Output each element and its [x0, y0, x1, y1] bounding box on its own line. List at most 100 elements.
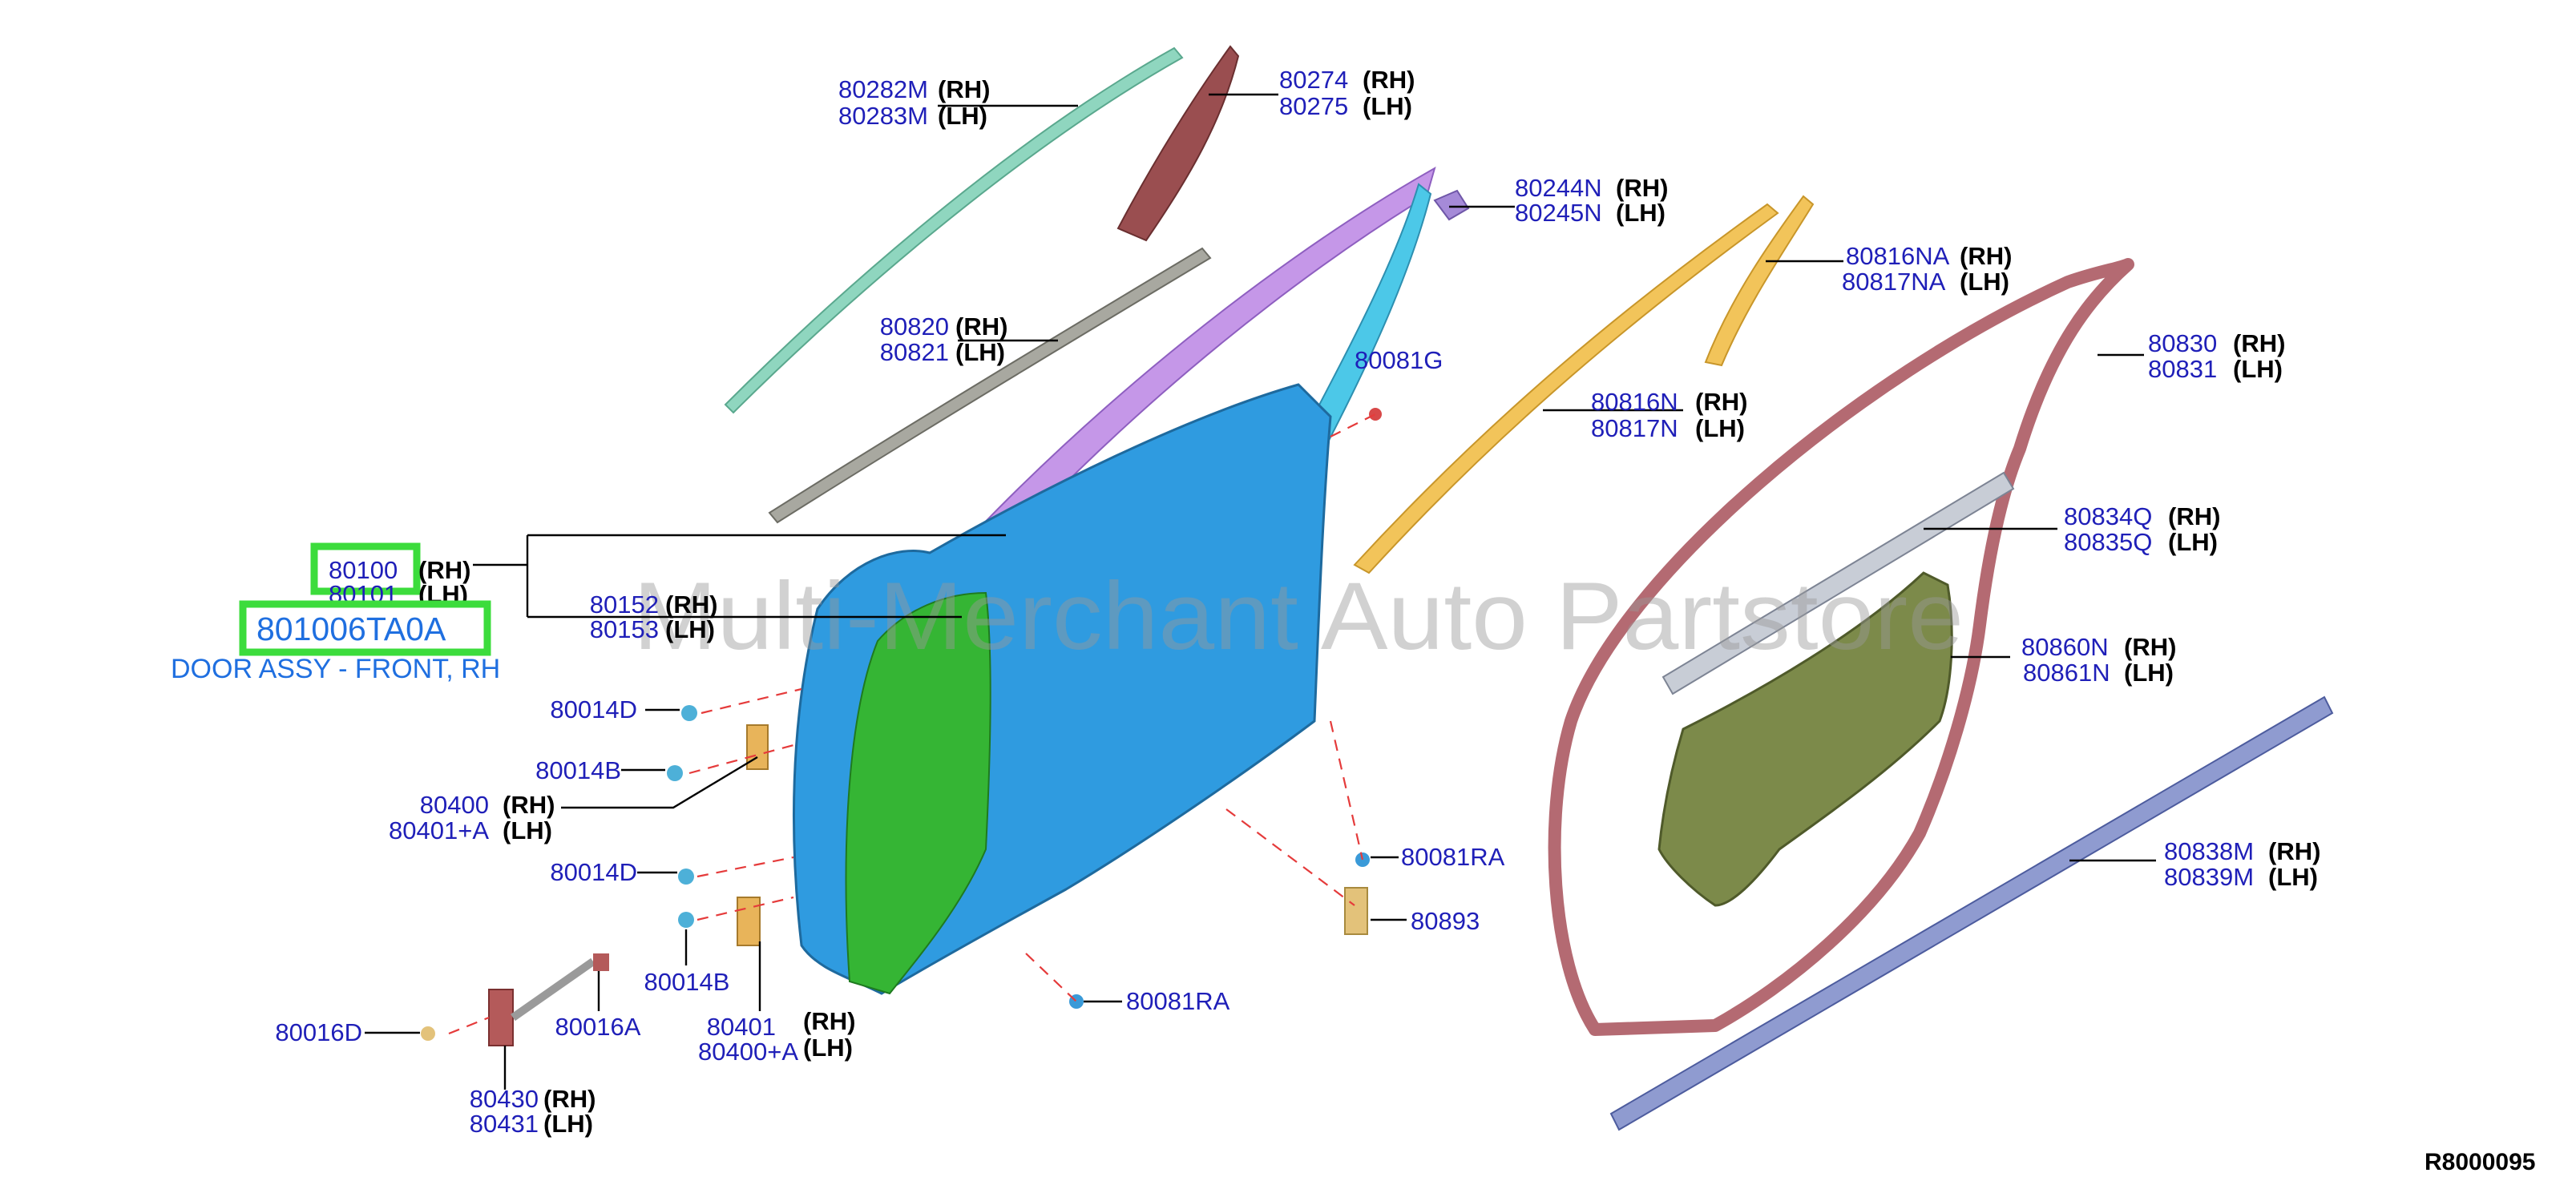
- callout-80014b-bot[interactable]: 80014B: [644, 968, 730, 996]
- part-clip-80081g[interactable]: [1369, 408, 1382, 421]
- svg-text:80838M: 80838M: [2164, 837, 2254, 865]
- svg-text:80816NA: 80816NA: [1846, 242, 1950, 270]
- svg-text:(LH): (LH): [1363, 92, 1412, 120]
- callout-80401[interactable]: 80401 (RH) 80400+A (LH): [698, 1007, 855, 1066]
- callout-80014d-bot[interactable]: 80014D: [550, 858, 637, 886]
- svg-text:(LH): (LH): [1616, 199, 1666, 227]
- part-bolt-80014d-bot[interactable]: [678, 869, 694, 885]
- svg-text:(RH): (RH): [1695, 388, 1747, 416]
- selected-part-number[interactable]: 801006TA0A: [256, 611, 446, 647]
- svg-text:80014D: 80014D: [550, 695, 637, 723]
- svg-text:80244N: 80244N: [1515, 174, 1602, 202]
- callout-80820[interactable]: 80820 (RH) 80821 (LH): [880, 312, 1008, 366]
- part-corner-cover-80244n[interactable]: [1433, 189, 1470, 221]
- leader-line: [561, 756, 758, 809]
- svg-text:(LH): (LH): [938, 102, 987, 130]
- part-sill-seal-80838m[interactable]: [1609, 695, 2334, 1131]
- callout-80081g[interactable]: 80081G: [1355, 346, 1443, 374]
- svg-text:(RH): (RH): [1363, 66, 1415, 94]
- assembly-guide: [701, 687, 802, 715]
- part-outer-moulding-80282m[interactable]: [724, 46, 1184, 414]
- part-bolt-80014b-top[interactable]: [667, 765, 683, 781]
- svg-text:80400: 80400: [420, 791, 489, 819]
- callout-80014d-top[interactable]: 80014D: [550, 695, 637, 723]
- part-bolt-80016d[interactable]: [421, 1026, 435, 1041]
- part-inner-moulding-80820[interactable]: [768, 247, 1212, 524]
- svg-text:(LH): (LH): [1960, 268, 2009, 296]
- part-lower-hinge[interactable]: [737, 897, 761, 946]
- svg-text:(RH): (RH): [2268, 837, 2320, 865]
- callout-80816na[interactable]: 80816NA (RH) 80817NA (LH): [1842, 242, 2012, 296]
- callout-80400[interactable]: 80400 (RH) 80401+A (LH): [389, 791, 555, 844]
- svg-text:80014B: 80014B: [644, 968, 730, 996]
- callout-80430[interactable]: 80430 (RH) 80431 (LH): [470, 1085, 596, 1138]
- part-bolt-80016a[interactable]: [593, 953, 609, 971]
- callout-80830[interactable]: 80830 (RH) 80831 (LH): [2148, 329, 2285, 383]
- callout-80816n[interactable]: 80816N (RH) 80817N (LH): [1591, 388, 1747, 442]
- part-sealing-screen-80860n[interactable]: [1657, 571, 1953, 907]
- svg-text:(LH): (LH): [955, 338, 1005, 366]
- callout-80274[interactable]: 80274 (RH) 80275 (LH): [1279, 66, 1415, 120]
- assembly-guide: [688, 744, 794, 775]
- part-weatherstrip-80830[interactable]: [1548, 258, 2134, 1036]
- svg-text:80014D: 80014D: [550, 858, 637, 886]
- selected-part-highlight: [239, 600, 491, 656]
- svg-text:80835Q: 80835Q: [2064, 528, 2152, 556]
- part-pillar-finisher-80274[interactable]: [1116, 45, 1240, 242]
- svg-text:(RH): (RH): [1960, 242, 2012, 270]
- svg-text:(LH): (LH): [2168, 528, 2218, 556]
- svg-text:80275: 80275: [1279, 92, 1348, 120]
- callout-80893[interactable]: 80893: [1411, 907, 1480, 935]
- svg-text:80401+A: 80401+A: [389, 816, 489, 844]
- assembly-guide: [696, 856, 794, 878]
- callout-80152[interactable]: 80152 (RH) 80153 (LH): [590, 590, 718, 643]
- svg-text:(RH): (RH): [665, 590, 717, 619]
- part-pad-80893[interactable]: [1344, 887, 1368, 935]
- callout-80282m[interactable]: 80282M (RH) 80283M (LH): [838, 75, 990, 130]
- callout-80081ra-bot[interactable]: 80081RA: [1126, 987, 1230, 1015]
- selected-part-description: DOOR ASSY - FRONT, RH: [171, 654, 500, 684]
- svg-text:80282M: 80282M: [838, 75, 928, 103]
- svg-text:(LH): (LH): [543, 1110, 593, 1138]
- svg-text:(RH): (RH): [803, 1007, 855, 1035]
- svg-text:80830: 80830: [2148, 329, 2217, 357]
- assembly-guide: [696, 896, 794, 921]
- assembly-guide: [1330, 413, 1376, 437]
- callout-80081ra-top[interactable]: 80081RA: [1401, 843, 1505, 871]
- callout-80834q[interactable]: 80834Q (RH) 80835Q (LH): [2064, 502, 2220, 556]
- callout-80838m[interactable]: 80838M (RH) 80839M (LH): [2164, 837, 2320, 891]
- callout-80016a[interactable]: 80016A: [555, 1013, 641, 1041]
- part-sash-tape-80816na[interactable]: [1704, 195, 1815, 367]
- svg-text:80893: 80893: [1411, 907, 1480, 935]
- svg-text:(RH): (RH): [938, 75, 990, 103]
- part-door-check-80430[interactable]: [488, 989, 514, 1046]
- callout-80244n[interactable]: 80244N (RH) 80245N (LH): [1515, 174, 1668, 227]
- callout-80860n[interactable]: 80860N (RH) 80861N (LH): [2021, 633, 2176, 687]
- part-bolt-80014d-top[interactable]: [681, 705, 697, 721]
- selected-callout-rh-number[interactable]: 80100: [329, 556, 398, 584]
- svg-text:80820: 80820: [880, 312, 949, 341]
- svg-text:(LH): (LH): [803, 1034, 853, 1062]
- svg-text:(RH): (RH): [2124, 633, 2176, 661]
- svg-text:(RH): (RH): [503, 791, 555, 819]
- svg-text:80431: 80431: [470, 1110, 539, 1138]
- svg-text:80274: 80274: [1279, 66, 1348, 94]
- svg-text:(LH): (LH): [503, 816, 552, 844]
- part-bolt-80014b-bot[interactable]: [678, 912, 694, 928]
- svg-text:(RH): (RH): [543, 1085, 596, 1113]
- callout-80016d[interactable]: 80016D: [275, 1018, 362, 1046]
- svg-text:80152: 80152: [590, 590, 659, 619]
- svg-text:80081G: 80081G: [1355, 346, 1443, 374]
- svg-text:(RH): (RH): [2168, 502, 2220, 530]
- part-sash-tape-80816n[interactable]: [1353, 203, 1779, 574]
- svg-text:80283M: 80283M: [838, 102, 928, 130]
- svg-text:80831: 80831: [2148, 355, 2217, 383]
- assembly-guide: [1329, 720, 1364, 861]
- svg-text:80817NA: 80817NA: [1842, 268, 1946, 296]
- svg-text:80081RA: 80081RA: [1126, 987, 1230, 1015]
- part-door-reinforcement: [845, 591, 991, 995]
- svg-text:80839M: 80839M: [2164, 863, 2254, 891]
- diagram-reference-code: R8000095: [2425, 1149, 2535, 1175]
- callout-80014b-top[interactable]: 80014B: [535, 756, 621, 784]
